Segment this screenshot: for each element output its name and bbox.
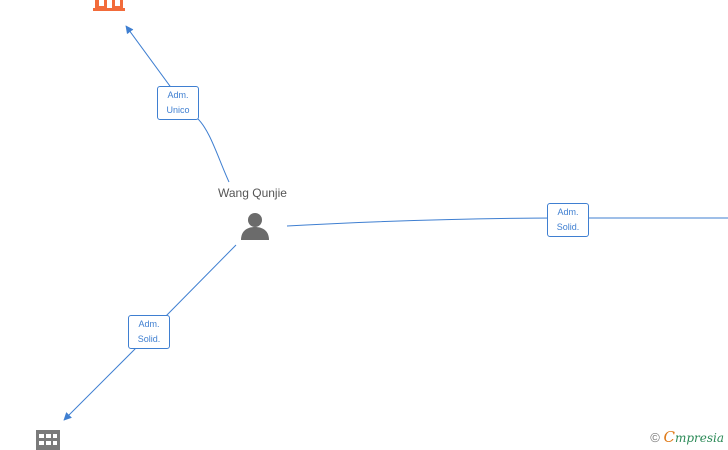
- relation-type: Solid.: [137, 334, 161, 344]
- person-name[interactable]: Wang Qunjie: [218, 186, 287, 200]
- edge-to-company-right: [286, 217, 728, 227]
- relation-type: Unico: [166, 105, 190, 115]
- person-icon: [241, 213, 269, 240]
- building-icon: [36, 430, 60, 450]
- relation-label-company-bottom-left: Adm. Solid.: [128, 315, 170, 349]
- person-node[interactable]: [240, 211, 270, 246]
- company-bottom-left-node[interactable]: [36, 430, 60, 450]
- company-top-node[interactable]: [93, 0, 125, 17]
- building-icon: [93, 0, 125, 11]
- brand-initial: C: [663, 428, 675, 446]
- relation-type: Solid.: [556, 222, 580, 232]
- copyright-symbol: ©: [650, 430, 660, 445]
- relation-label-company-top: Adm. Unico: [157, 86, 199, 120]
- empresia-watermark: © Cmpresia: [650, 428, 724, 446]
- relation-role: Adm.: [167, 90, 189, 100]
- brand-name: mpresia: [674, 431, 724, 445]
- relation-role: Adm.: [138, 319, 160, 329]
- relation-label-company-right: Adm. Solid.: [547, 203, 589, 237]
- relation-role: Adm.: [557, 207, 579, 217]
